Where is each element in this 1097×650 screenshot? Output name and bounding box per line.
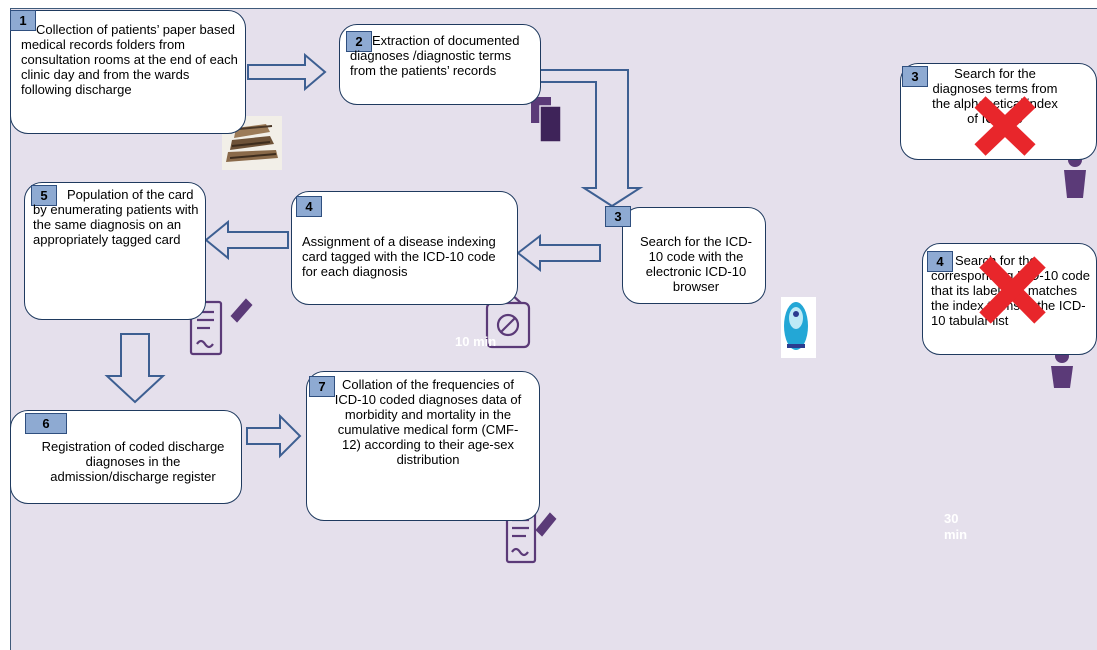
step-number-badge: 3: [902, 66, 928, 87]
step-4-box: 4 Assignment of a disease indexing card …: [291, 191, 518, 305]
step-text: Extraction of documented diagnoses /diag…: [350, 33, 520, 78]
cross-mark-icon: [974, 96, 1036, 156]
arrow-3-to-4: [516, 233, 601, 273]
step-number-badge: 5: [31, 185, 57, 206]
step-text: Assignment of a disease indexing card ta…: [302, 234, 496, 279]
step-5-box: 5 Population of the card by enumerating …: [24, 182, 206, 320]
step-2-box: 2 Extraction of documented diagnoses /di…: [339, 24, 541, 105]
step-6-box: 6 Registration of coded discharge diagno…: [10, 410, 242, 504]
step-number-badge: 3: [605, 206, 631, 227]
step-text: Population of the card by enumerating pa…: [33, 187, 199, 247]
step-number-badge: 4: [296, 196, 322, 217]
step-number-badge: 6: [25, 413, 67, 434]
step-text: Collation of the frequencies of ICD-10 c…: [334, 377, 522, 467]
step-text: Collection of patients’ paper based medi…: [21, 22, 238, 97]
icd-browser-icon: [781, 297, 816, 358]
step-number-badge: 7: [309, 376, 335, 397]
step-number-badge: 2: [346, 31, 372, 52]
arrow-1-to-2: [247, 52, 327, 92]
step-7-box: 7 Collation of the frequencies of ICD-10…: [306, 371, 540, 521]
step-number-badge: 1: [10, 10, 36, 31]
step-1-box: 1 Collection of patients’ paper based me…: [10, 10, 246, 134]
arrow-6-to-7: [246, 413, 302, 459]
arrow-5-to-6: [104, 333, 166, 404]
arrow-2-to-3: [539, 69, 644, 208]
step-text: Search for the ICD-10 code with the elec…: [640, 234, 752, 294]
step-text: Registration of coded discharge diagnose…: [41, 439, 225, 484]
cross-mark-icon: [979, 256, 1046, 324]
time-label-10-min: 10 min: [455, 334, 497, 349]
arrow-4-to-5: [204, 219, 289, 261]
step-number-badge: 4: [927, 251, 953, 272]
step-3-box: 3 Search for the ICD-10 code with the el…: [605, 206, 766, 304]
documents-icon: [531, 97, 562, 143]
time-label-30-min: 30 min: [944, 511, 968, 542]
